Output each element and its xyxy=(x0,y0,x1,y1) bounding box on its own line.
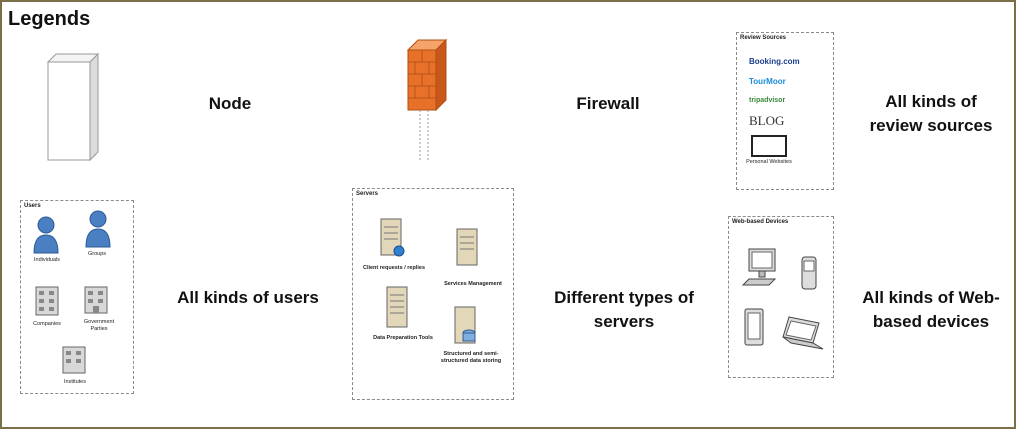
servers-box: Servers Client requests / replies Servic… xyxy=(352,188,514,400)
group-user-icon xyxy=(85,210,111,248)
tripadvisor-logo: tripadvisor xyxy=(749,97,786,104)
users-label: All kinds of users xyxy=(177,288,319,307)
data-storing-label: Structured and semi-structured data stor… xyxy=(440,351,502,364)
personal-websites-label: Personal Websites xyxy=(746,159,792,165)
review-sources-label: All kinds of review sources xyxy=(869,92,993,135)
users-box-title: Users xyxy=(24,203,41,209)
users-box: Users Individuals Groups Companies Gover… xyxy=(20,200,134,394)
laptop-icon xyxy=(782,316,824,350)
servers-label: Different types of servers xyxy=(554,288,694,331)
individuals-label: Individuals xyxy=(34,257,60,263)
devices-box: Web-based Devices xyxy=(728,216,834,378)
mobile-phone-icon xyxy=(801,256,817,290)
servers-box-title: Servers xyxy=(356,191,379,197)
companies-label: Companies xyxy=(33,321,61,327)
tablet-icon xyxy=(744,308,764,346)
legends-title: Legends xyxy=(8,8,91,30)
devices-label: All kinds of Web-based devices xyxy=(862,288,1000,331)
services-management-label: Services Management xyxy=(444,281,502,287)
government-parties-label: Government Parties xyxy=(83,319,115,332)
firewall-icon xyxy=(406,38,448,162)
firewall-label: Firewall xyxy=(576,94,640,113)
node-icon xyxy=(46,52,100,162)
desktop-computer-icon xyxy=(741,248,777,286)
review-sources-box: Review Sources Booking.com TourMoor trip… xyxy=(736,32,834,190)
data-preparation-server-icon xyxy=(386,286,408,328)
blog-logo: BLOG xyxy=(749,113,785,128)
groups-label: Groups xyxy=(87,251,107,257)
data-storage-server-icon xyxy=(454,306,476,344)
client-server-icon xyxy=(380,218,405,257)
personal-website-icon xyxy=(751,135,787,157)
data-preparation-label: Data Preparation Tools xyxy=(373,335,433,341)
booking-logo: Booking.com xyxy=(749,57,800,66)
tourmoor-logo: TourMoor xyxy=(749,77,786,86)
institutes-label: Institutes xyxy=(63,379,86,385)
node-label: Node xyxy=(208,94,252,113)
review-sources-box-title: Review Sources xyxy=(740,35,787,41)
services-management-server-icon xyxy=(456,228,478,266)
individual-user-icon xyxy=(33,216,59,254)
government-building-icon xyxy=(84,286,108,314)
devices-box-title: Web-based Devices xyxy=(732,219,789,225)
client-requests-label: Client requests / replies xyxy=(362,265,426,271)
company-building-icon xyxy=(35,286,59,316)
institute-building-icon xyxy=(62,346,86,374)
